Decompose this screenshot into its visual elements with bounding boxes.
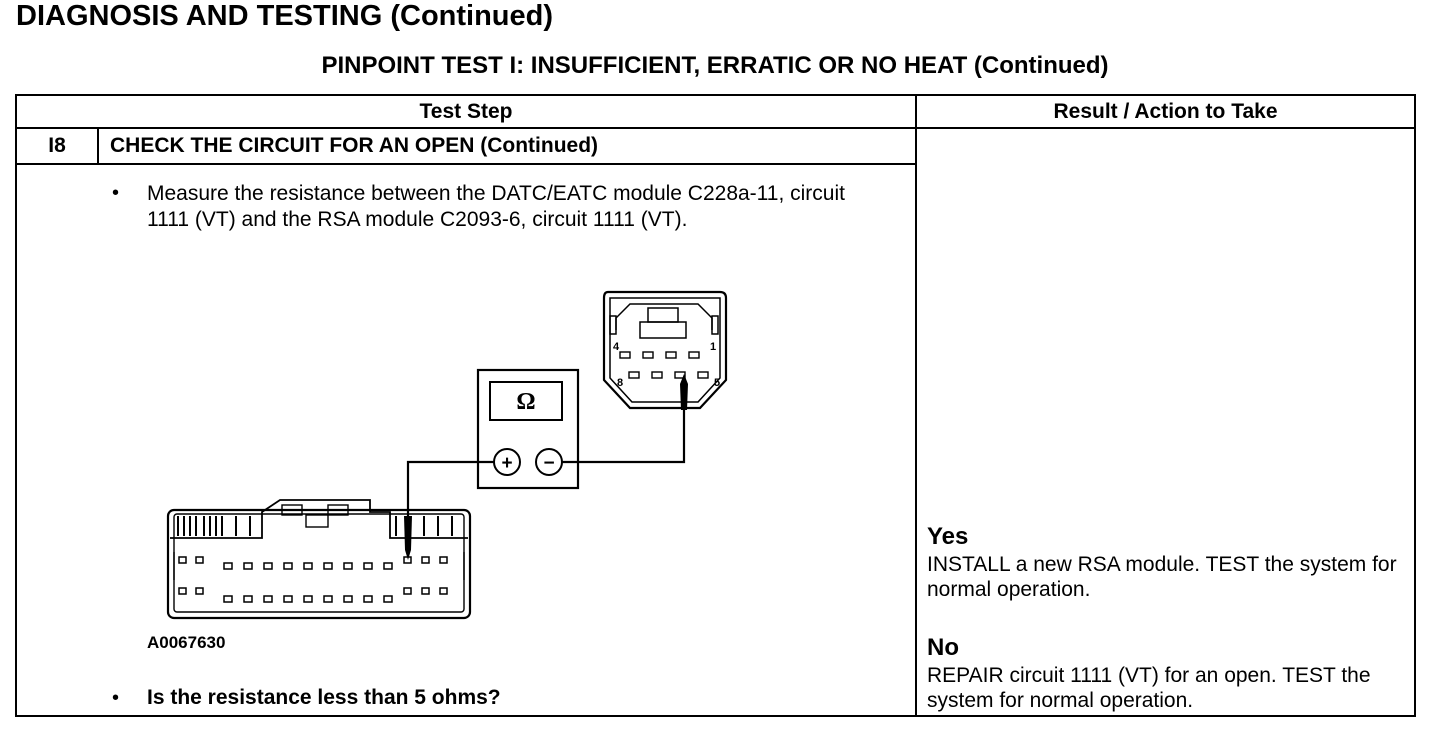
datc-eatc-pin-cavities — [178, 556, 448, 603]
step-id-divider — [97, 127, 99, 164]
header-test-step: Test Step — [419, 100, 513, 123]
figure-id: A0067630 — [147, 633, 226, 652]
header-divider — [15, 127, 1416, 129]
bullet-icon: • — [112, 687, 120, 709]
pinpoint-test-title: PINPOINT TEST I: INSUFFICIENT, ERRATIC O… — [321, 52, 1109, 79]
result-yes-label: Yes — [927, 523, 969, 550]
pin-label-8: 8 — [617, 377, 623, 389]
result-no-action: REPAIR circuit 1111 (VT) for an open. TE… — [927, 664, 1371, 712]
datc-eatc-latch-ribs — [177, 516, 453, 536]
header-result-action: Result / Action to Take — [1053, 100, 1278, 123]
datc-eatc-connector — [166, 499, 472, 620]
step-instruction: Measure the resistance between the DATC/… — [147, 182, 845, 231]
step-title-divider — [15, 163, 917, 165]
pin-label-1: 1 — [710, 341, 716, 353]
step-title: CHECK THE CIRCUIT FOR AN OPEN (Continued… — [110, 134, 599, 157]
page-heading: DIAGNOSIS AND TESTING (Continued) — [16, 0, 554, 32]
step-question: Is the resistance less than 5 ohms? — [147, 686, 501, 709]
test-table — [15, 94, 1416, 717]
ohmmeter — [476, 368, 580, 490]
ohm-symbol-icon: Ω — [516, 389, 535, 415]
pin-label-4: 4 — [613, 341, 620, 353]
rsa-connector — [602, 290, 728, 410]
result-yes-action: INSTALL a new RSA module. TEST the syste… — [927, 553, 1397, 601]
test-leads — [406, 410, 686, 538]
result-no-label: No — [927, 634, 959, 661]
step-id: I8 — [48, 134, 66, 157]
pin-label-5: 5 — [714, 377, 720, 389]
bullet-icon: • — [112, 182, 120, 204]
minus-terminal-icon: − — [543, 453, 554, 474]
plus-terminal-icon: + — [501, 453, 512, 474]
column-divider — [915, 94, 917, 717]
connector-diagram: 4 1 8 5 Ω + − — [166, 290, 728, 620]
